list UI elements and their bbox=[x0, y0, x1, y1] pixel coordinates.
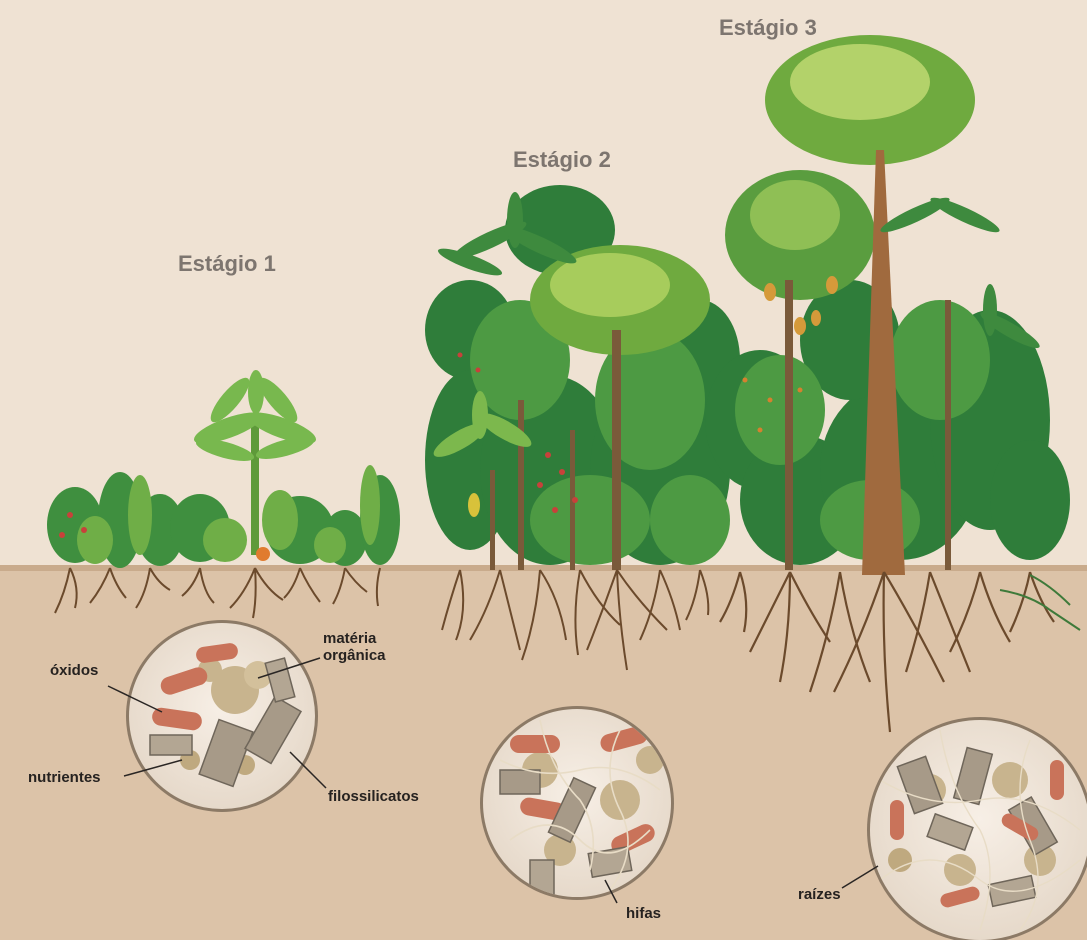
label-materia-line2: orgânica bbox=[323, 647, 386, 664]
label-oxidos: óxidos bbox=[50, 662, 98, 679]
label-hifas: hifas bbox=[626, 905, 661, 922]
magnifier-stage2 bbox=[480, 706, 674, 900]
ground-line bbox=[0, 565, 1087, 571]
label-filossilicatos: filossilicatos bbox=[328, 788, 419, 805]
magnifier-stage1 bbox=[126, 620, 318, 812]
stage3-title: Estágio 3 bbox=[719, 15, 817, 41]
label-materia-organica: matéria orgânica bbox=[323, 630, 386, 664]
stage2-title: Estágio 2 bbox=[513, 147, 611, 173]
magnifier-stage3 bbox=[867, 717, 1087, 940]
stage1-title: Estágio 1 bbox=[178, 251, 276, 277]
label-materia-line1: matéria bbox=[323, 630, 386, 647]
label-raizes: raízes bbox=[798, 886, 841, 903]
label-nutrientes: nutrientes bbox=[28, 769, 101, 786]
